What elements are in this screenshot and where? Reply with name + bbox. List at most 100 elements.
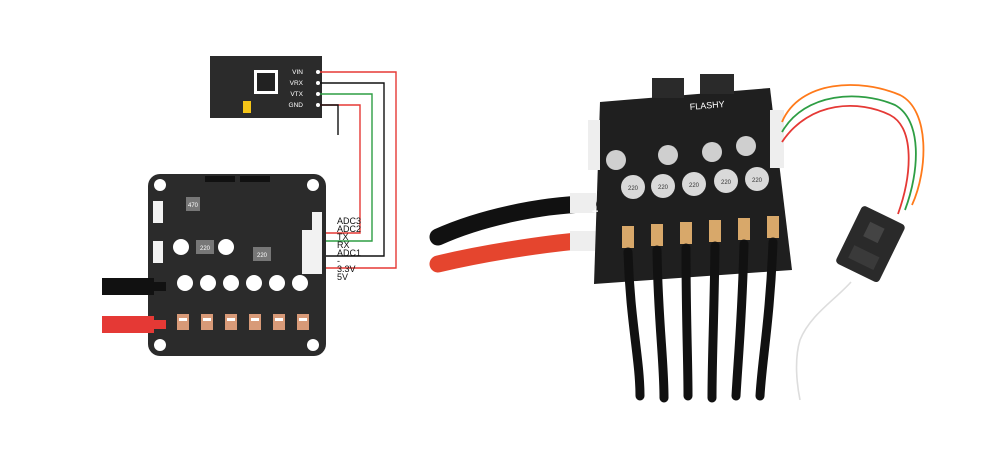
fc-lead-black — [102, 278, 154, 295]
photo-wire-red — [781, 105, 910, 215]
wire-vin-5v — [320, 71, 397, 269]
fc-motor-pad — [297, 314, 309, 330]
photo-motor-pad — [709, 220, 721, 242]
cable-end-red — [570, 231, 596, 251]
battery-cable-red — [429, 231, 597, 273]
receiver-module: VIN VRX VTX GND — [210, 56, 322, 118]
photo-cap-value: 220 — [628, 186, 639, 192]
motor-cable — [755, 237, 778, 401]
photo-capacitor — [736, 136, 756, 156]
fc-pad-slot — [251, 318, 259, 321]
photo-wire-green — [781, 95, 917, 211]
fc-pin-3v3: 3.3V — [337, 264, 356, 274]
cable-end-black — [570, 193, 596, 213]
receiver-pin-vtx: VTX — [290, 91, 303, 98]
fc-mount-hole — [154, 179, 166, 191]
fc-pin-rx: RX — [337, 240, 350, 250]
fc-pad-slot — [299, 318, 307, 321]
fc-motor-pad — [273, 314, 285, 330]
fc-mount-hole — [307, 339, 319, 351]
fc-battery-leads — [102, 278, 166, 333]
fc-pin-header — [302, 230, 322, 274]
fc-pin-header-top — [312, 212, 322, 230]
photo-receiver-module — [836, 206, 905, 283]
fc-capacitor — [177, 275, 193, 291]
fc-mount-hole — [154, 339, 166, 351]
receiver-chip — [257, 73, 275, 91]
wire-vrx-tx — [320, 104, 361, 234]
photo-capacitors: 220 220 220 220 220 — [606, 136, 769, 199]
photo-capacitor — [658, 145, 678, 165]
photo-receiver-label — [848, 245, 880, 271]
fc-component-220-a — [196, 240, 214, 254]
photo-capacitor — [606, 150, 626, 170]
motor-cable — [707, 241, 720, 403]
photo-cap-value: 220 — [721, 180, 732, 186]
receiver-pin-vin: VIN — [292, 69, 303, 76]
photo-motor-pad — [622, 226, 634, 248]
fc-motor-pad — [249, 314, 261, 330]
fc-capacitor — [200, 275, 216, 291]
fc-capacitor — [269, 275, 285, 291]
photo-capacitor — [651, 174, 675, 198]
battery-cable-black — [429, 195, 597, 246]
fc-pin-adc1: ADC1 — [337, 248, 361, 258]
photo-wire-orange — [781, 84, 925, 206]
photo-capacitor — [714, 169, 738, 193]
motor-cable — [681, 243, 693, 401]
fc-top-connector — [240, 176, 270, 182]
receiver-pin-dot — [316, 70, 320, 74]
fc-component-470 — [186, 197, 200, 211]
photo-left-connector — [588, 120, 600, 170]
fc-capacitor — [173, 239, 189, 255]
fc-lead-red — [102, 316, 154, 333]
photo-cap-value: 220 — [689, 183, 700, 189]
fc-pin-ground: - — [337, 256, 340, 266]
fc-left-connector — [153, 241, 163, 263]
fc-pin-labels: ADC3 ADC2 TX RX ADC1 - 3.3V 5V — [337, 216, 361, 282]
photo-receiver-wires — [781, 84, 925, 215]
wire-vtx-rx — [320, 93, 373, 242]
fc-marking-220-a: 220 — [200, 246, 211, 252]
photo-brand-label: FLASHY — [689, 99, 725, 112]
photo-esc-board: FLASHY + 220 220 220 220 220 — [588, 74, 792, 284]
motor-cable — [731, 239, 749, 401]
receiver-pin-dot — [316, 103, 320, 107]
fc-pad-slot — [179, 318, 187, 321]
photo-motor-pad — [738, 218, 750, 240]
fc-motor-pad — [177, 314, 189, 330]
fc-marking-470: 470 — [188, 203, 199, 209]
fc-body — [148, 174, 326, 356]
fc-lead-red-tip — [154, 320, 166, 329]
wire-gnd-ground — [320, 82, 385, 257]
photo-motor-pad — [767, 216, 779, 238]
receiver-pin-gnd: GND — [289, 102, 304, 109]
fc-capacitor — [218, 239, 234, 255]
receiver-pin-dot — [316, 81, 320, 85]
fc-pad-slot — [203, 318, 211, 321]
photo-capacitor — [621, 175, 645, 199]
photo-cap-value: 220 — [752, 178, 763, 184]
fc-pin-tx: TX — [337, 232, 349, 242]
receiver-pin-dot — [316, 92, 320, 96]
photo-motor-pad — [680, 222, 692, 244]
fc-capacitor — [292, 275, 308, 291]
photo-top-connector — [700, 74, 734, 94]
fc-marking-220-b: 220 — [257, 253, 268, 259]
receiver-antenna-pad — [243, 101, 251, 113]
fc-pin-adc3: ADC3 — [337, 216, 361, 226]
photo-receiver-body — [836, 206, 905, 283]
fc-left-connector — [153, 201, 163, 223]
photo-capacitor — [702, 142, 722, 162]
schematic-wires — [320, 71, 397, 269]
photo-capacitor — [745, 167, 769, 191]
fc-component-220-b — [253, 247, 271, 261]
photo-receiver-chip — [863, 221, 885, 244]
fc-pad-slot — [227, 318, 235, 321]
wire-gnd-drop — [320, 104, 339, 135]
motor-cables — [623, 237, 778, 403]
photo-motor-pads — [622, 216, 779, 248]
photo-right-connector — [770, 110, 784, 168]
fc-pin-adc2: ADC2 — [337, 224, 361, 234]
